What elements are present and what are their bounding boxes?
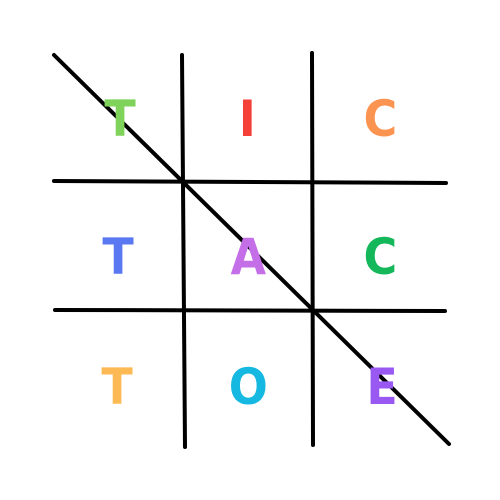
cell-3[interactable]: C <box>315 55 445 183</box>
cell-5[interactable]: A <box>183 193 313 321</box>
cell-8[interactable]: O <box>183 323 313 451</box>
cell-1[interactable]: T <box>55 55 185 183</box>
cell-6[interactable]: C <box>315 193 445 321</box>
grid-line-vertical-2 <box>310 51 315 447</box>
cell-2-letter: I <box>238 90 256 148</box>
cell-2[interactable]: I <box>182 55 312 183</box>
winning-strike-line <box>52 53 451 446</box>
cell-5-letter: A <box>230 228 266 286</box>
grid-line-horizontal-1 <box>52 179 448 185</box>
cell-4[interactable]: T <box>53 193 183 321</box>
grid-line-horizontal-2 <box>53 308 447 313</box>
cell-8-letter: O <box>228 358 268 416</box>
grid-line-vertical-1 <box>180 53 187 449</box>
cell-9-letter: E <box>366 358 398 416</box>
cell-6-letter: C <box>363 228 397 286</box>
cell-3-letter: C <box>363 90 397 148</box>
cell-1-letter: T <box>104 90 136 148</box>
cell-7-letter: T <box>101 358 133 416</box>
cell-9[interactable]: E <box>317 323 447 451</box>
cell-4-letter: T <box>102 228 134 286</box>
cell-7[interactable]: T <box>52 323 182 451</box>
